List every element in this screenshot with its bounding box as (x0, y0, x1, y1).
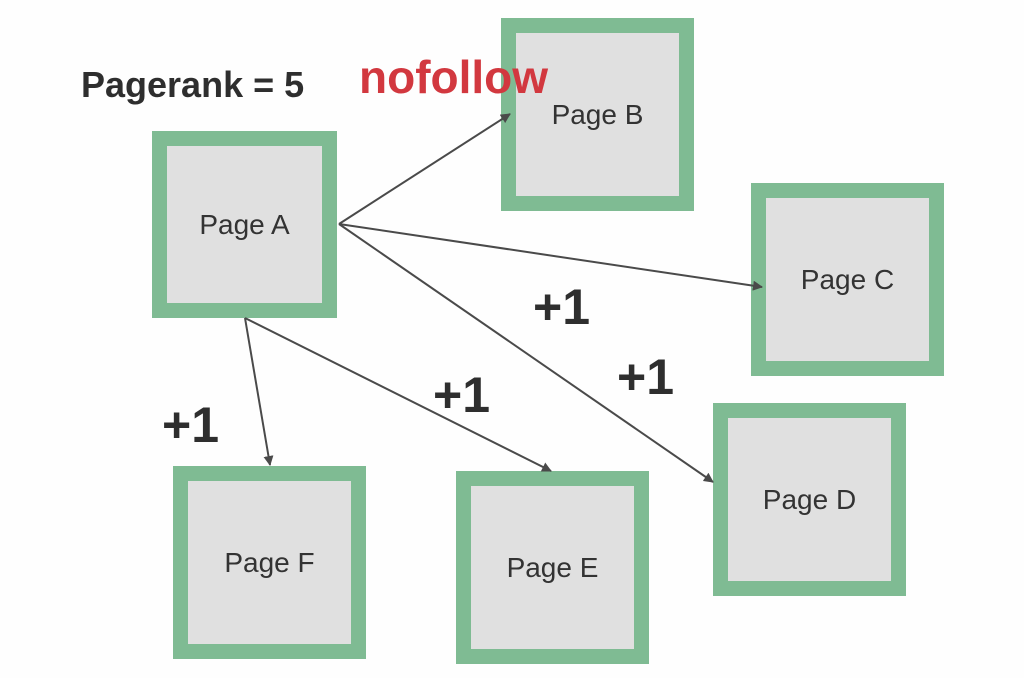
link-a-to-e (244, 317, 552, 472)
page-b-label: Page B (551, 98, 644, 130)
page-a-node: Page A (152, 131, 337, 318)
link-a-to-c (338, 223, 763, 291)
gain-label-f: +1 (162, 397, 220, 453)
page-b-node: Page B (501, 18, 694, 211)
page-e-label: Page E (506, 551, 599, 583)
link-a-to-f (244, 317, 274, 466)
page-d-label: Page D (762, 483, 857, 515)
link-a-to-b (338, 113, 511, 225)
nofollow-label: nofollow (359, 51, 549, 103)
link-a-to-d (338, 223, 714, 483)
gain-label-e: +1 (433, 367, 491, 423)
gain-label-d: +1 (617, 349, 675, 405)
page-f-label: Page F (224, 546, 315, 578)
page-f-node: Page F (173, 466, 366, 659)
pagerank-title: Pagerank = 5 (81, 64, 305, 105)
page-d-node: Page D (713, 403, 906, 596)
page-e-node: Page E (456, 471, 649, 664)
gain-label-c: +1 (533, 279, 591, 335)
page-c-node: Page C (751, 183, 944, 376)
page-c-label: Page C (800, 263, 895, 295)
page-a-label: Page A (199, 208, 290, 240)
